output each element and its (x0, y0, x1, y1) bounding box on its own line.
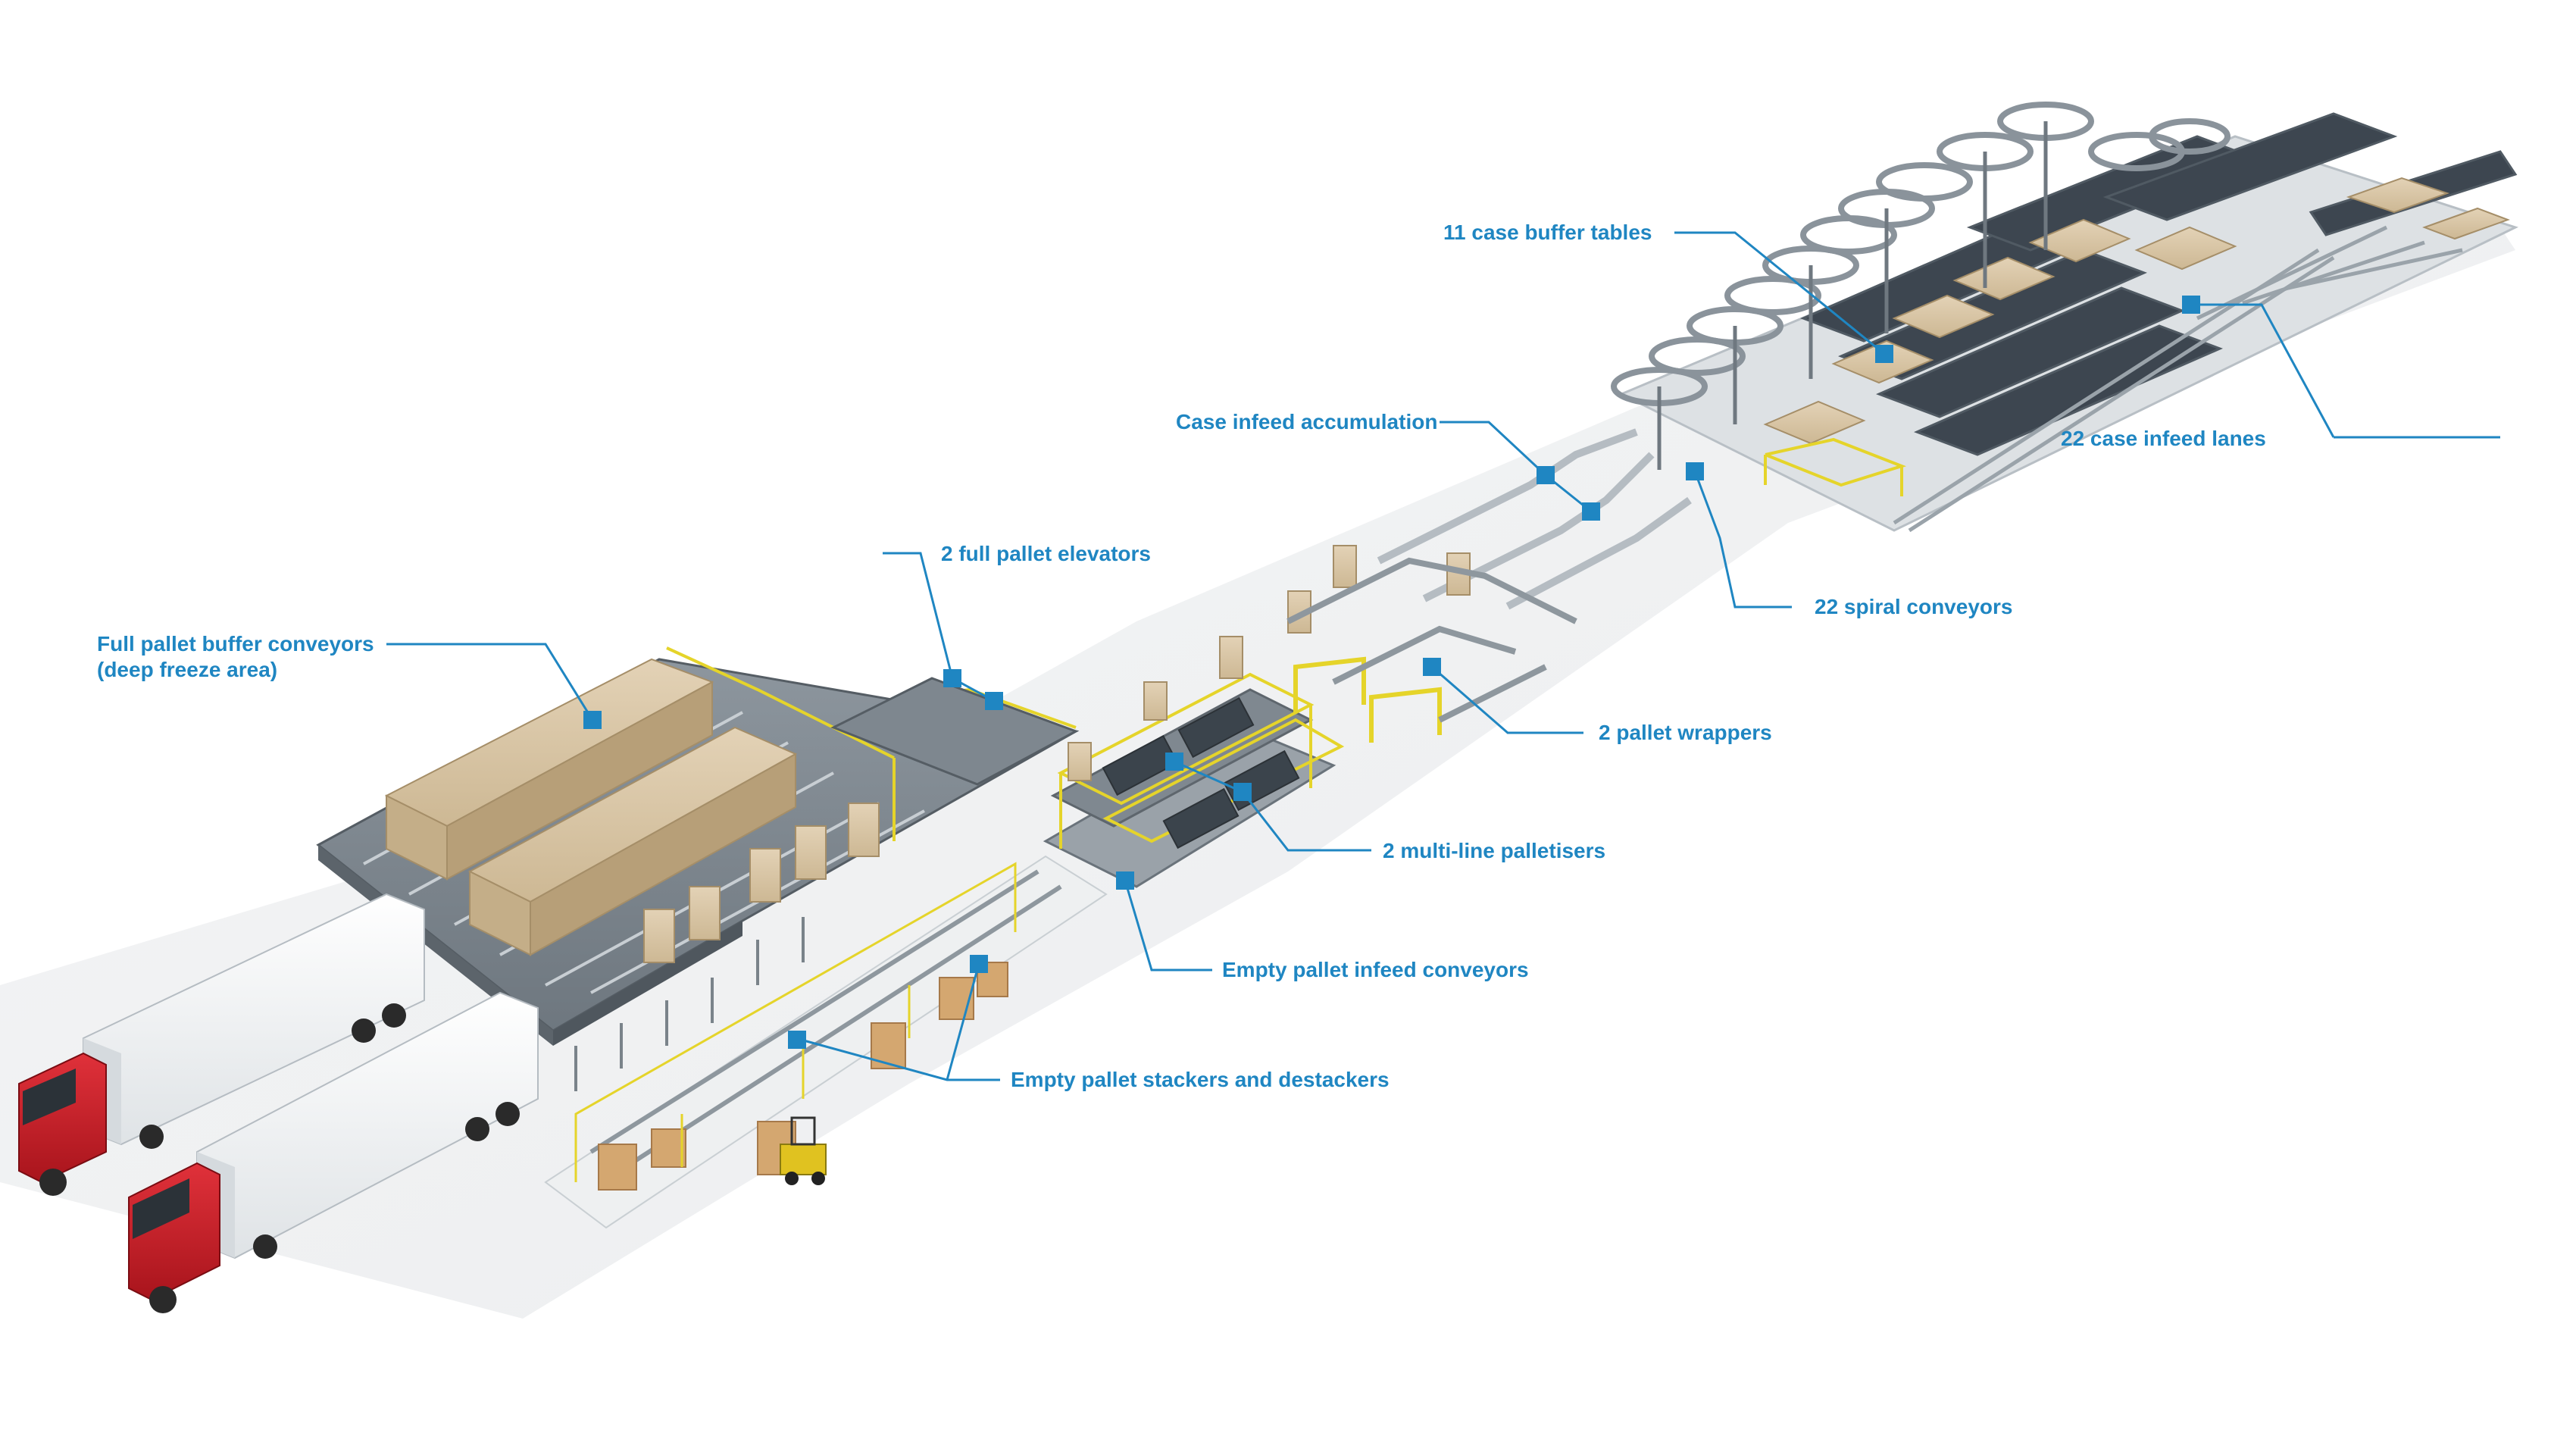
square-marker (970, 955, 988, 973)
pallet-rows (384, 658, 798, 956)
label-case-infeed-accumulation: Case infeed accumulation (1176, 410, 1438, 433)
leader-pallet-wrappers (1431, 665, 1583, 734)
truck-icon (18, 893, 425, 1196)
leader-empty-pallet-infeed (1124, 880, 1212, 972)
palletiser-stacks (1068, 545, 1471, 781)
callout-markers (583, 296, 2200, 1049)
leader-empty-pallet-stackers-2 (946, 963, 980, 1081)
label-empty-pallet-stackers: Empty pallet stackers and destackers (1011, 1068, 1390, 1091)
square-marker (1165, 753, 1183, 771)
support-legs (574, 917, 805, 1091)
label-full-pallet-buffer-line1: Full pallet buffer conveyors (97, 632, 374, 656)
square-marker (583, 711, 602, 729)
square-marker (2182, 296, 2200, 314)
case-boxes (1763, 177, 2510, 445)
leader-case-infeed-lanes (2196, 303, 2335, 438)
leader-full-pallet-elevators (883, 552, 954, 679)
square-marker (1116, 871, 1134, 890)
square-marker (1582, 502, 1600, 521)
leader-spiral-conveyors (1693, 471, 1792, 609)
stacker-frames (574, 862, 1017, 1182)
leader-case-buffer-tables (1674, 231, 1885, 355)
empty-pallet-zone (544, 855, 1108, 1229)
label-spiral-conveyors: 22 spiral conveyors (1815, 595, 2013, 618)
square-marker (985, 692, 1003, 710)
label-full-pallet-elevators: 2 full pallet elevators (941, 542, 1151, 565)
square-marker (1423, 658, 1441, 676)
square-marker (1875, 345, 1893, 363)
yellow-platform (1764, 437, 1907, 496)
palletiser-conveyors (1286, 557, 1577, 723)
label-full-pallet-buffer-line2: (deep freeze area) (97, 658, 278, 681)
spiral-posts (1657, 121, 2048, 470)
label-case-buffer-tables: 11 case buffer tables (1443, 221, 1652, 244)
leader-multi-line-palletisers (1174, 760, 1371, 852)
empty-pallet-stacks (598, 962, 1008, 1191)
forklift-icon (780, 1116, 827, 1185)
label-empty-pallet-infeed: Empty pallet infeed conveyors (1222, 958, 1529, 981)
stacker-conveyors (589, 869, 1062, 1177)
square-marker (943, 669, 961, 687)
case-buffer-area (1611, 102, 2518, 533)
truck-icon (128, 991, 539, 1313)
palletiser-frames (1057, 672, 1345, 849)
elevator-platform (830, 677, 1079, 786)
label-full-pallet-buffer: Full pallet buffer conveyors (deep freez… (97, 631, 374, 683)
floor-pallets (643, 803, 880, 963)
leader-full-pallet-buffer (386, 643, 594, 721)
square-marker (788, 1031, 806, 1049)
square-marker (1233, 783, 1252, 801)
pallet-wrappers (1293, 656, 1442, 743)
case-infeed-lanes (1893, 225, 2463, 533)
callout-lines (386, 231, 2500, 1081)
label-case-infeed-lanes: 22 case infeed lanes (2061, 427, 2266, 450)
deep-freeze-area (316, 646, 1080, 1091)
leader-case-infeed-accumulation (1440, 421, 1592, 513)
label-pallet-wrappers: 2 pallet wrappers (1599, 721, 1772, 744)
square-marker (1686, 462, 1704, 480)
square-marker (1537, 466, 1555, 484)
label-multi-line-palletisers: 2 multi-line palletisers (1383, 839, 1606, 862)
